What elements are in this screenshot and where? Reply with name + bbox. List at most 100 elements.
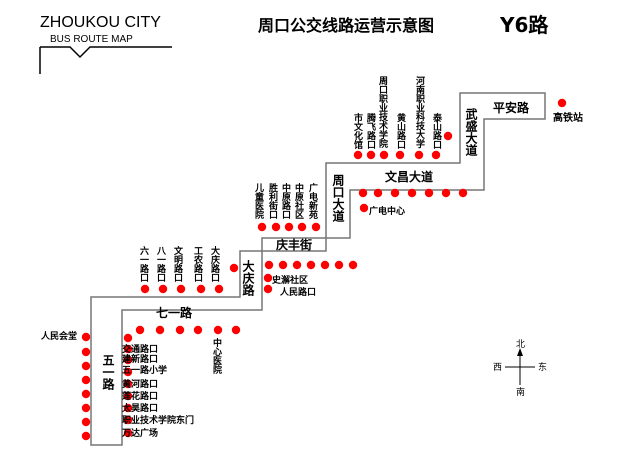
- bus-stop-dot: [271, 222, 281, 232]
- road-label-qingfeng: 庆丰街: [275, 237, 312, 252]
- road-label-daqing: 大庆路: [241, 259, 255, 297]
- bus-stop-dot: [292, 260, 302, 270]
- bus-stop-dot: [348, 260, 358, 270]
- bus-stop-dot: [81, 417, 91, 427]
- road-label-pingan: 平安路: [493, 100, 530, 115]
- compass: 北 南 东 西: [493, 339, 547, 398]
- bus-stop-dot: [123, 403, 133, 413]
- stop-label: 黄山路口: [395, 112, 406, 150]
- stop-label: 黄河路口: [122, 378, 158, 390]
- stop-label: 文明路口: [172, 245, 184, 283]
- city-name: ZHOUKOU CITY: [40, 14, 161, 31]
- stop-label: 河南职业科技大学: [414, 75, 425, 149]
- stop-label: 太昊路口: [121, 402, 158, 414]
- bus-stop-dot: [175, 325, 185, 335]
- stop-label: 六一路口: [138, 245, 149, 283]
- bus-stop-dot: [557, 98, 567, 108]
- stop-label: 高铁站: [553, 111, 583, 124]
- bus-stop-dot: [214, 284, 224, 294]
- stop-label: 职业技术学院东门: [122, 414, 194, 426]
- bus-stop-dot: [81, 361, 91, 371]
- stop-label: 泰山路口: [431, 112, 443, 150]
- compass-east: 东: [538, 361, 547, 373]
- bus-stop-dot: [196, 284, 206, 294]
- stop-label: 中原社区: [293, 182, 305, 219]
- bus-stop-dot: [81, 389, 91, 399]
- bus-stop-dot: [278, 260, 288, 270]
- stop-label: 广电新苑: [307, 182, 318, 220]
- stop-label: 儿童医院: [253, 183, 265, 220]
- bus-stop-dot: [263, 273, 273, 283]
- bus-stop-dot: [123, 344, 133, 354]
- bus-stop-dot: [193, 325, 203, 335]
- bus-stop-dot: [81, 403, 91, 413]
- stop-label: 广电中心: [369, 205, 405, 217]
- stop-label: 周口职业技术学院: [377, 76, 389, 149]
- bus-stop-dot: [390, 188, 400, 198]
- map-subtitle: BUS ROUTE MAP: [50, 34, 133, 45]
- stop-dots: [81, 98, 567, 441]
- bus-stop-dot: [297, 222, 307, 232]
- bus-stop-dot: [123, 391, 133, 401]
- bus-stop-dot: [379, 150, 389, 160]
- bus-stop-dot: [284, 222, 294, 232]
- road-label-zhoukou: 周口大道: [331, 174, 345, 223]
- bus-stop-dot: [231, 325, 241, 335]
- stop-label: 建新路口: [122, 353, 158, 365]
- bus-stop-dot: [311, 222, 321, 232]
- compass-north: 北: [516, 339, 525, 350]
- route-corridor: [90, 92, 546, 446]
- bus-stop-dot: [123, 428, 133, 438]
- bus-stop-dot: [158, 284, 168, 294]
- bus-stop-dot: [264, 260, 274, 270]
- bus-stop-dot: [320, 260, 330, 270]
- bus-stop-dot: [140, 284, 150, 294]
- bus-stop-dot: [373, 188, 383, 198]
- bus-stop-dot: [263, 284, 273, 294]
- bus-stop-dot: [123, 333, 133, 343]
- route-name: Y6路: [499, 13, 549, 37]
- bus-stop-dot: [441, 188, 451, 198]
- header-bracket: [39, 46, 172, 74]
- bus-stop-dot: [257, 222, 267, 232]
- bus-stop-dot: [431, 150, 441, 160]
- bus-stop-dot: [424, 188, 434, 198]
- stop-label: 莲花路口: [122, 390, 158, 402]
- bus-stop-dot: [414, 150, 424, 160]
- bus-stop-dot: [123, 415, 133, 425]
- stop-label: 史澥社区: [272, 274, 308, 286]
- bus-stop-dot: [155, 325, 165, 335]
- bus-stop-dot: [353, 150, 363, 160]
- stop-label: 人民会堂: [40, 330, 77, 342]
- bus-stop-dot: [229, 263, 239, 273]
- bus-stop-dot: [458, 188, 468, 198]
- road-label-wusheng: 武盛大道: [464, 107, 478, 157]
- stop-label: 人民路口: [279, 286, 316, 298]
- stop-label: 腾飞路口: [365, 112, 377, 150]
- bus-stop-dot: [443, 131, 453, 141]
- bus-stop-dot: [366, 150, 376, 160]
- stop-label: 中原路口: [280, 182, 291, 220]
- bus-stop-dot: [334, 260, 344, 270]
- stop-label: 交通路口: [122, 343, 158, 355]
- stop-label: 万达广场: [121, 427, 158, 439]
- bus-stop-dot: [123, 355, 133, 365]
- bus-stop-dot: [123, 367, 133, 377]
- bus-stop-dot: [81, 347, 91, 357]
- bus-stop-dot: [407, 188, 417, 198]
- stop-label: 工农路口: [192, 246, 204, 283]
- stop-label: 胜利街口: [267, 182, 279, 220]
- bus-stop-dot: [358, 188, 368, 198]
- bus-stop-dot: [359, 203, 369, 213]
- compass-south: 南: [516, 386, 525, 398]
- stop-label: 大庆路口: [209, 245, 221, 283]
- stop-label: 市文化馆: [352, 112, 364, 150]
- bus-stop-dot: [135, 325, 145, 335]
- road-label-wenchang: 文昌大道: [385, 169, 433, 184]
- bus-stop-dot: [395, 150, 405, 160]
- stop-label: 中心医院: [211, 337, 222, 375]
- bus-stop-dot: [306, 260, 316, 270]
- stop-label: 八一路口: [155, 246, 167, 283]
- bus-stop-dot: [176, 284, 186, 294]
- bus-stop-dot: [81, 332, 91, 342]
